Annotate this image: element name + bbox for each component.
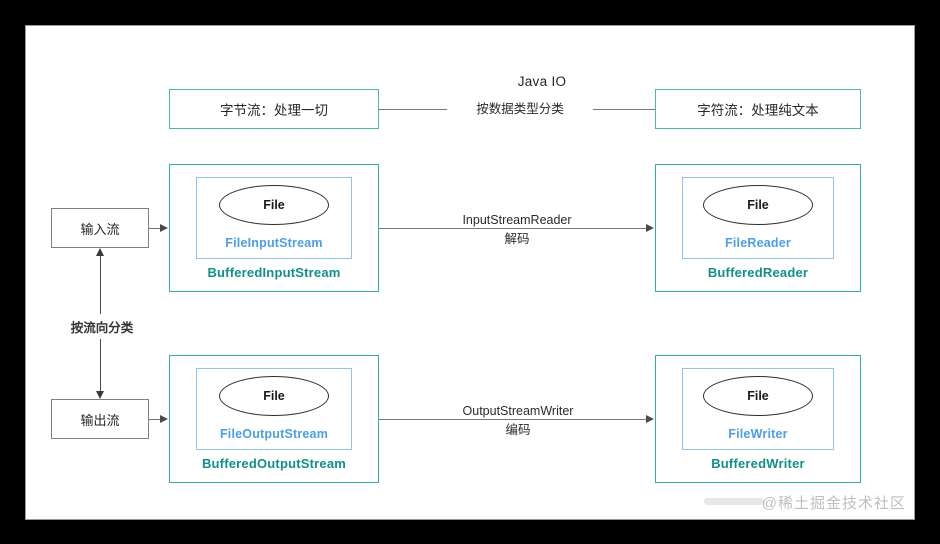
output-stream-writer-label: OutputStreamWriter (430, 403, 606, 419)
output-stream-writer-line (379, 419, 647, 420)
watermark-text: @稀土掘金技术社区 (761, 495, 906, 512)
input-stream-arrow-line (149, 228, 161, 229)
flow-direction-arrow-down (95, 391, 104, 399)
output-stream-box[interactable]: 输出流 (51, 399, 149, 439)
flow-direction-arrow-up (95, 248, 104, 256)
file-writer-label: FileWriter (728, 427, 788, 441)
input-stream-reader-line1: InputStreamReader (462, 213, 572, 227)
buffered-input-stream-label: BufferedInputStream (207, 265, 341, 280)
watermark-smudge (704, 498, 764, 505)
input-stream-reader-label: InputStreamReader (434, 212, 600, 228)
encode-label: 编码 (430, 422, 606, 438)
output-stream-arrow-head (160, 414, 168, 423)
group-buffered-reader[interactable]: File FileReader BufferedReader (655, 164, 861, 292)
group-buffered-input-stream[interactable]: File FileInputStream BufferedInputStream (169, 164, 379, 292)
flow-direction-label: 按流向分类 (50, 314, 154, 339)
inner-file-reader[interactable]: File FileReader (682, 177, 834, 259)
input-stream-reader-arrow-head (646, 223, 654, 232)
file-ellipse-label: File (747, 198, 769, 212)
encode-text: 编码 (505, 423, 531, 437)
char-stream-box[interactable]: 字符流：处理纯文本 (655, 89, 861, 129)
page-title: Java IO (517, 74, 567, 89)
output-stream-writer-arrow-head (646, 414, 654, 423)
file-input-stream-label: FileInputStream (225, 236, 323, 250)
char-stream-label: 字符流：处理纯文本 (697, 103, 819, 118)
inner-file-writer[interactable]: File FileWriter (682, 368, 834, 450)
file-ellipse: File (219, 376, 329, 416)
group-buffered-output-stream[interactable]: File FileOutputStream BufferedOutputStre… (169, 355, 379, 483)
output-stream-arrow-line (149, 419, 161, 420)
input-stream-reader-line (379, 228, 647, 229)
output-stream-writer-line1: OutputStreamWriter (462, 404, 574, 418)
file-ellipse-label: File (263, 198, 285, 212)
input-stream-box[interactable]: 输入流 (51, 208, 149, 248)
top-row-edge-label: 按数据类型分类 (447, 101, 593, 117)
buffered-output-stream-label: BufferedOutputStream (201, 456, 347, 471)
file-ellipse: File (703, 185, 813, 225)
decode-label: 解码 (434, 231, 600, 247)
file-output-stream-label: FileOutputStream (219, 427, 329, 441)
input-stream-label: 输入流 (80, 221, 120, 237)
inner-file-input-stream[interactable]: File FileInputStream (196, 177, 352, 259)
byte-stream-label: 字节流：处理一切 (220, 103, 328, 118)
buffered-reader-label: BufferedReader (707, 265, 809, 280)
decode-text: 解码 (504, 232, 530, 246)
file-ellipse-label: File (747, 389, 769, 403)
file-ellipse-label: File (263, 389, 285, 403)
group-buffered-writer[interactable]: File FileWriter BufferedWriter (655, 355, 861, 483)
input-stream-arrow-head (160, 223, 168, 232)
inner-file-output-stream[interactable]: File FileOutputStream (196, 368, 352, 450)
diagram-canvas: Java IO 字节流：处理一切 按数据类型分类 字符流：处理纯文本 输入流 输… (25, 25, 915, 520)
file-ellipse: File (703, 376, 813, 416)
file-reader-label: FileReader (725, 236, 791, 250)
buffered-writer-label: BufferedWriter (711, 456, 805, 471)
byte-stream-box[interactable]: 字节流：处理一切 (169, 89, 379, 129)
file-ellipse: File (219, 185, 329, 225)
output-stream-label: 输出流 (80, 412, 120, 428)
